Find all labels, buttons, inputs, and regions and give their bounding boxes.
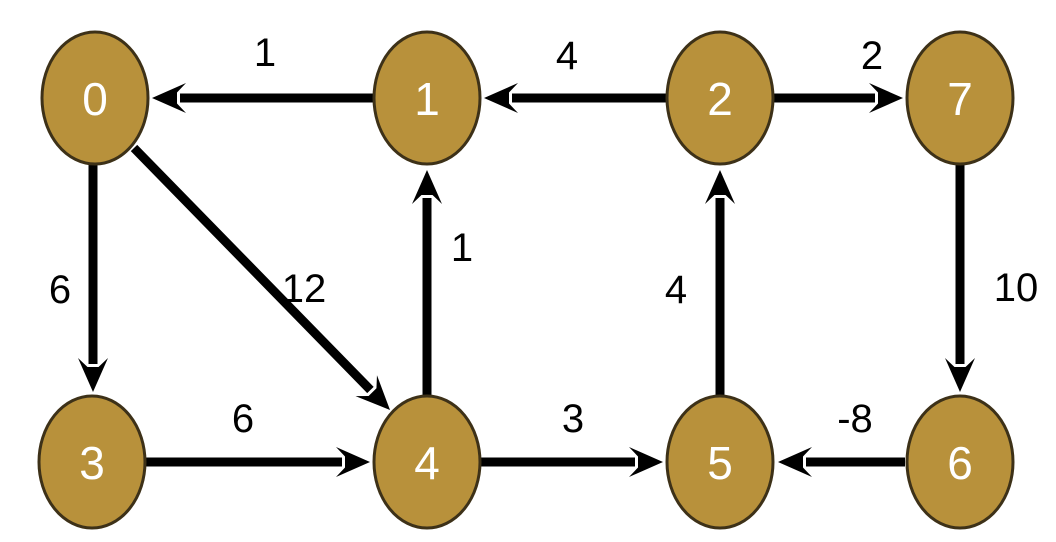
- node-label: 7: [947, 73, 973, 125]
- edge-arrowhead: [869, 83, 903, 113]
- graph-edge[interactable]: [130, 144, 390, 410]
- node-ellipse: [372, 30, 482, 166]
- edge-shaft: [130, 144, 374, 394]
- graph-edge[interactable]: [774, 83, 903, 113]
- node-label: 5: [707, 437, 733, 489]
- edge-weight-label: 12: [282, 267, 327, 311]
- graph-edge[interactable]: [146, 447, 370, 477]
- graph-edge[interactable]: [945, 165, 975, 392]
- graph-node-6[interactable]: 6: [905, 394, 1015, 530]
- graph-node-1[interactable]: 1: [372, 30, 482, 166]
- edge-arrowhead: [412, 170, 442, 204]
- graph-node-0[interactable]: 0: [40, 30, 150, 166]
- edge-weight-label: 1: [451, 226, 473, 270]
- edge-weight-label: 4: [556, 34, 578, 78]
- graph-edge[interactable]: [484, 83, 666, 113]
- edge-arrowhead: [945, 358, 975, 392]
- graph-edge[interactable]: [78, 165, 108, 392]
- graph-node-7[interactable]: 7: [905, 30, 1015, 166]
- edge-weight-label: 3: [562, 397, 584, 441]
- node-label: 3: [79, 437, 105, 489]
- edges-layer: [78, 83, 975, 477]
- node-label: 4: [414, 437, 440, 489]
- node-ellipse: [905, 30, 1015, 166]
- edge-arrowhead: [355, 375, 390, 410]
- node-ellipse: [905, 394, 1015, 530]
- edge-weight-label: 10: [994, 266, 1039, 310]
- edge-weight-label: -8: [837, 397, 873, 441]
- graph-node-3[interactable]: 3: [37, 394, 147, 530]
- node-label: 1: [414, 73, 440, 125]
- node-label: 0: [82, 73, 108, 125]
- edge-weight-label: 6: [232, 397, 254, 441]
- edge-arrowhead: [629, 447, 663, 477]
- graph-node-5[interactable]: 5: [665, 394, 775, 530]
- edge-weight-label: 6: [49, 268, 71, 312]
- node-ellipse: [372, 394, 482, 530]
- graph-edge[interactable]: [481, 447, 663, 477]
- node-ellipse: [37, 394, 147, 530]
- node-label: 6: [947, 437, 973, 489]
- node-label: 2: [707, 73, 733, 125]
- edge-weight-label: 4: [665, 268, 687, 312]
- edge-arrowhead: [778, 447, 812, 477]
- graph-edge[interactable]: [412, 170, 442, 396]
- graph-node-2[interactable]: 2: [665, 30, 775, 166]
- edge-weight-label: 2: [861, 34, 883, 78]
- graph-node-4[interactable]: 4: [372, 394, 482, 530]
- edge-arrowhead: [705, 170, 735, 204]
- graph-edge[interactable]: [705, 170, 735, 396]
- graph-edge[interactable]: [778, 447, 905, 477]
- edge-weight-label: 1: [254, 31, 276, 75]
- graph-edge[interactable]: [152, 83, 373, 113]
- edge-arrowhead: [78, 358, 108, 392]
- node-ellipse: [40, 30, 150, 166]
- edge-arrowhead: [484, 83, 518, 113]
- edge-arrowhead: [152, 83, 186, 113]
- node-ellipse: [665, 394, 775, 530]
- edge-arrowhead: [336, 447, 370, 477]
- node-ellipse: [665, 30, 775, 166]
